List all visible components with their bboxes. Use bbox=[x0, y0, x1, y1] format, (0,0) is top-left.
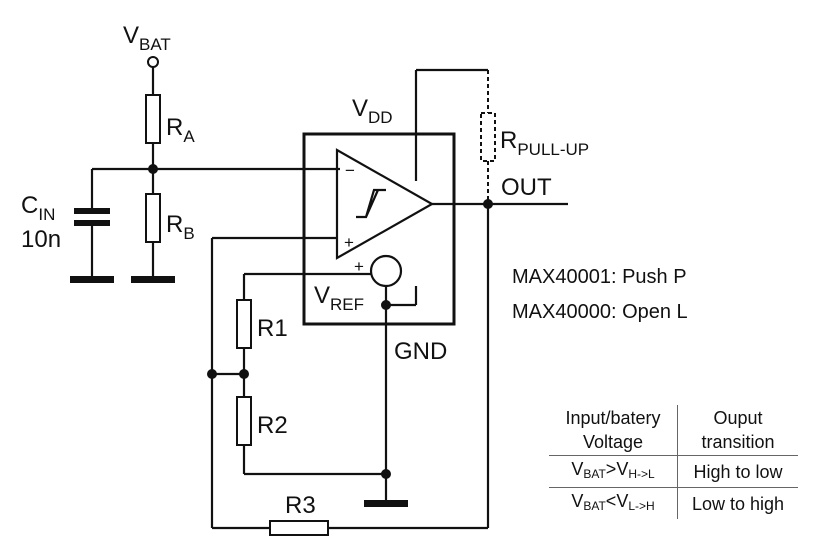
plus-input-sign: + bbox=[344, 233, 354, 252]
comparator-triangle bbox=[335, 148, 435, 260]
ground-main bbox=[364, 500, 408, 507]
ground-cin bbox=[70, 276, 114, 283]
cin-label: CIN bbox=[21, 192, 55, 224]
vbat-label: VBAT bbox=[123, 22, 171, 54]
gnd-label: GND bbox=[394, 338, 447, 365]
table-row: VBAT>VH->L High to low bbox=[549, 455, 798, 488]
vref-label: VREF bbox=[314, 282, 364, 314]
ic-package-box bbox=[302, 132, 456, 326]
capacitor-cin-plate-top bbox=[74, 208, 110, 214]
table-cell-condition: VBAT>VH->L bbox=[549, 455, 678, 488]
r3-label: R3 bbox=[285, 492, 316, 519]
r1-label: R1 bbox=[257, 315, 288, 342]
resistor-r1 bbox=[236, 299, 252, 349]
resistor-ra bbox=[145, 94, 161, 144]
vdd-label: VDD bbox=[352, 95, 393, 127]
vbat-terminal bbox=[147, 56, 159, 95]
note-max40001: MAX40001: Push P bbox=[512, 266, 687, 288]
rb-label: RB bbox=[166, 211, 195, 243]
resistor-rb bbox=[145, 193, 161, 243]
rpullup-label: RPULL-UP bbox=[500, 127, 589, 159]
r2-label: R2 bbox=[257, 412, 288, 439]
resistor-r2 bbox=[236, 396, 252, 446]
resistor-rpullup bbox=[480, 112, 496, 162]
table-cell-result: Low to high bbox=[677, 487, 798, 519]
hysteresis-icon bbox=[356, 188, 386, 219]
cin-value: 10n bbox=[21, 226, 61, 253]
note-max40000: MAX40000: Open L bbox=[512, 301, 688, 323]
vref-plus-sign: + bbox=[354, 257, 364, 276]
out-label: OUT bbox=[501, 174, 552, 201]
capacitor-cin-plate-bottom bbox=[74, 220, 110, 226]
resistor-r3 bbox=[269, 520, 329, 536]
ground-rb bbox=[131, 276, 175, 283]
table-cell-result: High to low bbox=[677, 455, 798, 488]
ra-label: RA bbox=[166, 114, 195, 146]
vref-source bbox=[369, 254, 403, 288]
minus-input-sign: − bbox=[345, 161, 355, 180]
table-row: VBAT<VL->H Low to high bbox=[549, 487, 798, 519]
table-cell-condition: VBAT<VL->H bbox=[549, 487, 678, 519]
